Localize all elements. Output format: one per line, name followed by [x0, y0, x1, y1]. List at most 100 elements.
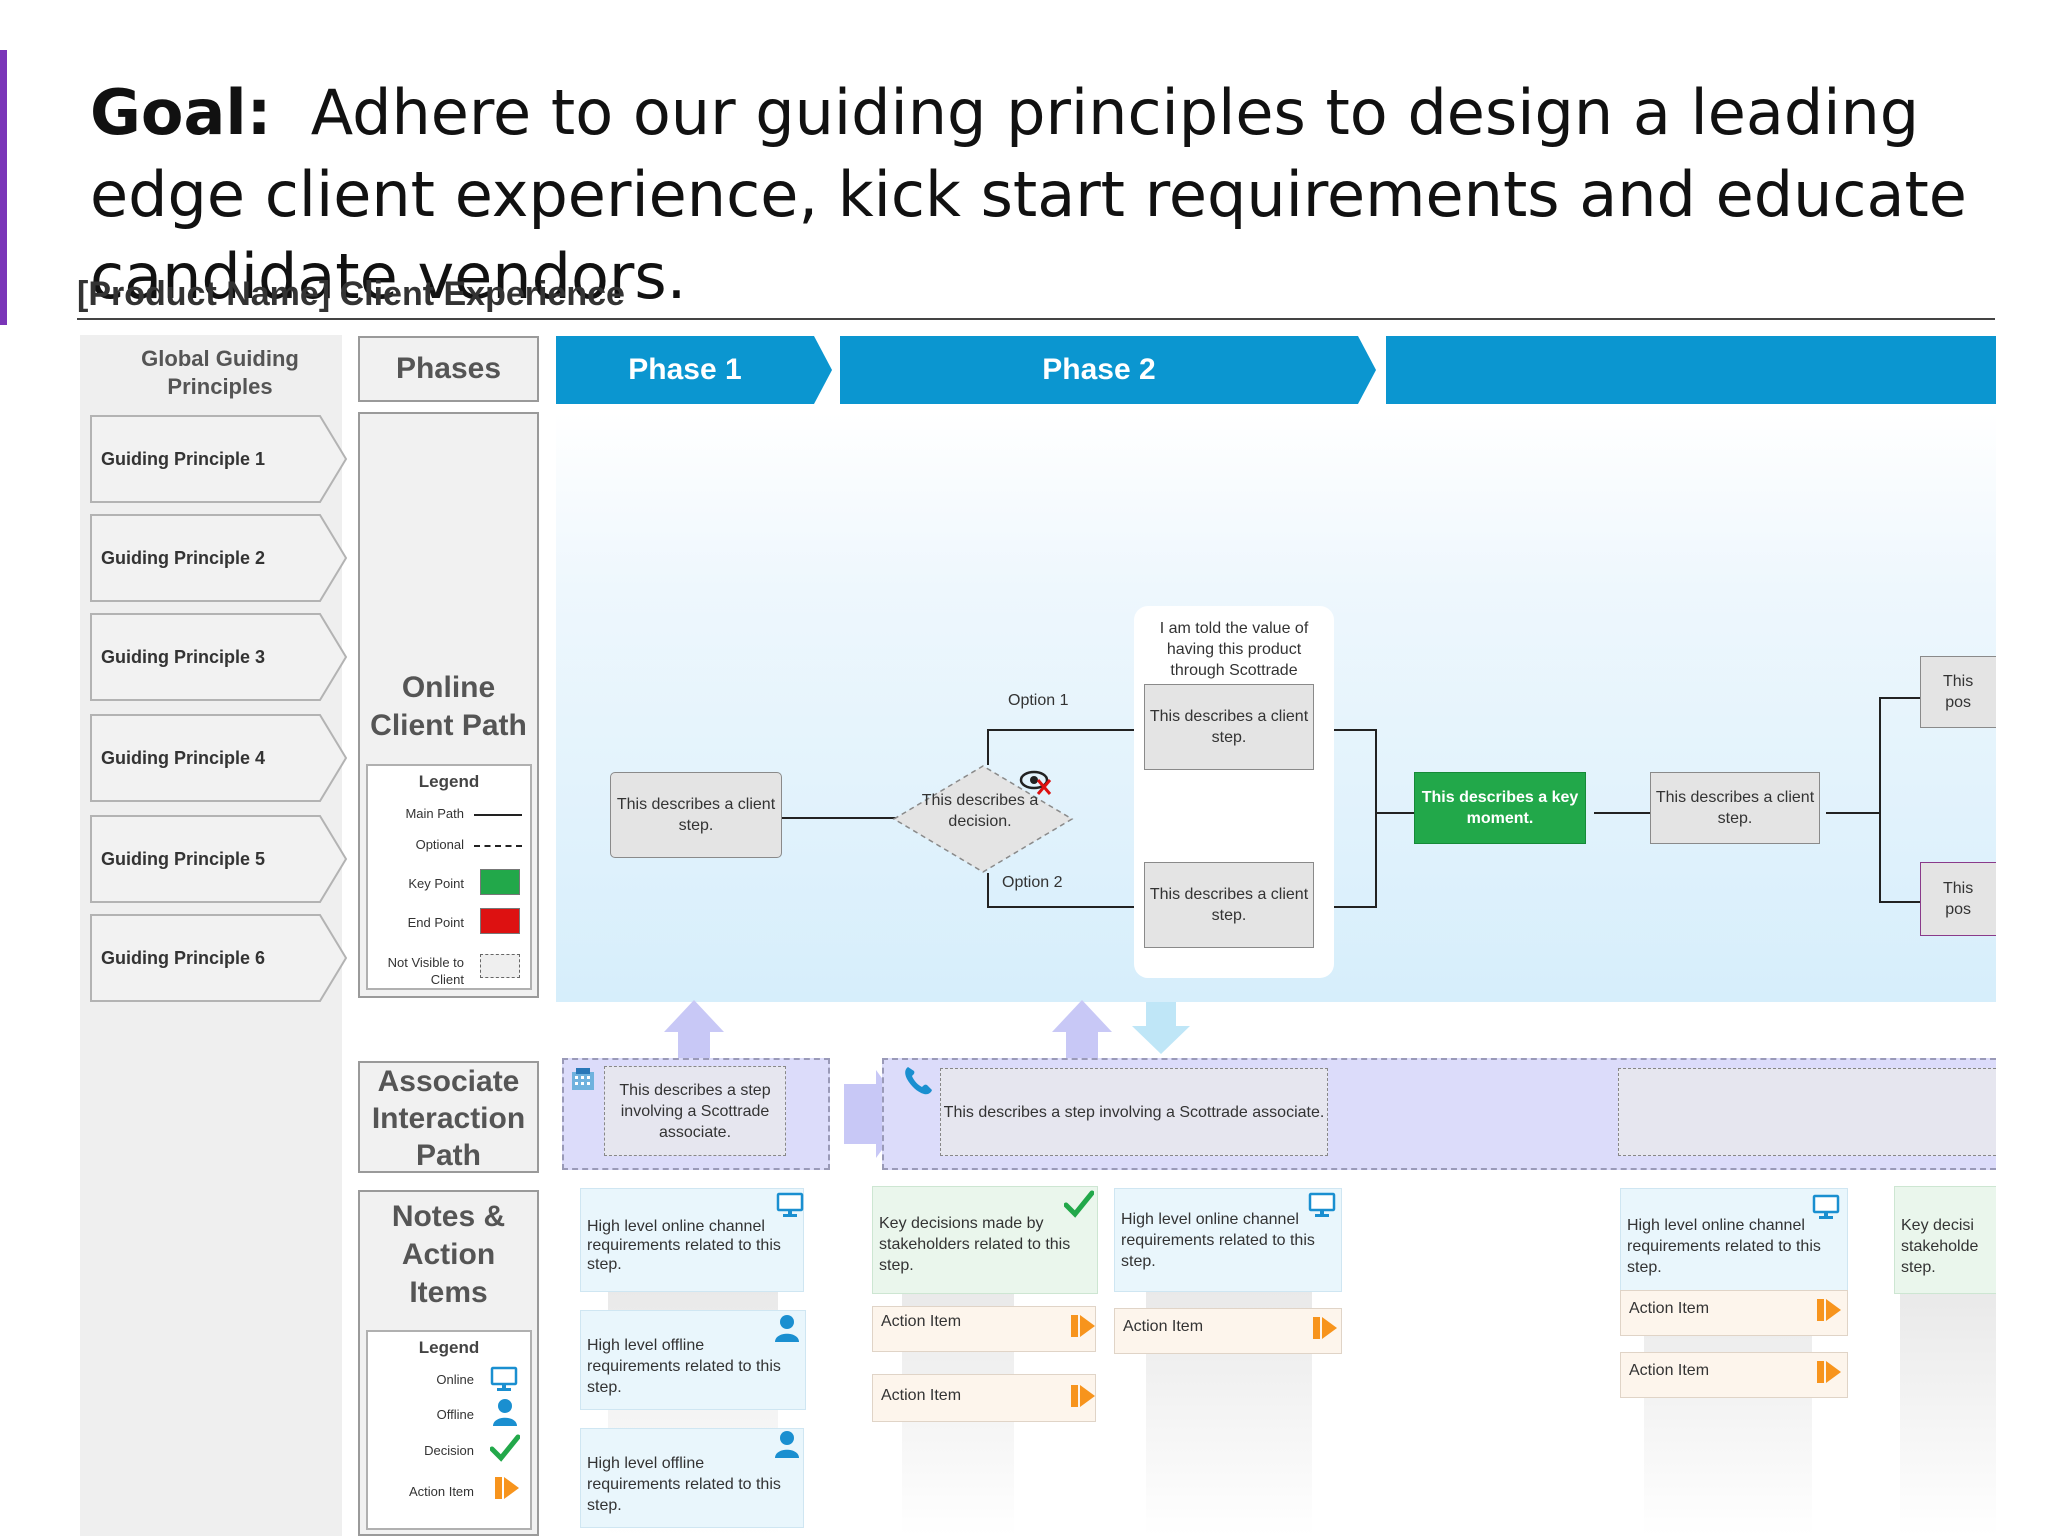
assoc-label-line2: Interaction	[371, 1102, 526, 1135]
note-online-2-text: High level online channel requirements r…	[1121, 1211, 1315, 1270]
option-2-label: Option 2	[1002, 874, 1063, 891]
phase-3-arrow-shape	[1386, 336, 1996, 404]
action-arrow-icon	[495, 1477, 519, 1499]
action-item-1-text: Action Item	[881, 1313, 962, 1330]
note-offline-2-text: High level offline requirements related …	[587, 1455, 781, 1514]
phase-2-header: Phase 2	[840, 336, 1376, 404]
note-online-1: High level online channel requirements r…	[580, 1188, 804, 1292]
online-label-line1: Online	[401, 671, 496, 704]
action-arrow-icon	[1313, 1317, 1337, 1339]
legend-offline-label: Offline	[436, 1407, 474, 1422]
associate-step-2: This describes a step involving a Scottr…	[940, 1068, 1328, 1156]
action-arrow-icon	[1071, 1385, 1095, 1407]
up-arrow-1	[664, 1000, 724, 1062]
action-arrow-icon	[1071, 1315, 1095, 1337]
phases-row-label: Phases	[358, 336, 539, 402]
decision-diamond	[892, 765, 1074, 873]
up-arrow-2	[1052, 1000, 1112, 1062]
note-online-2: High level online channel requirements r…	[1114, 1188, 1342, 1292]
hidden-eye-icon	[1019, 770, 1052, 795]
connector-option2	[987, 873, 1152, 908]
person-icon	[775, 1431, 799, 1458]
action-item-3: Action Item	[1114, 1308, 1342, 1354]
person-icon	[493, 1399, 517, 1426]
note-decision-1: Key decisions made by stakeholders relat…	[872, 1186, 1098, 1294]
phase-2-label: Phase 2	[1042, 353, 1156, 386]
phase-3-header	[1386, 336, 1996, 404]
phone-icon	[905, 1067, 932, 1095]
cut-lower-line2: pos	[1945, 901, 1972, 918]
checkmark-icon	[490, 1434, 520, 1462]
online-label-line2: Client Path	[370, 709, 527, 742]
client-step-1: This describes a client step.	[610, 772, 782, 858]
principle-arrow-shape	[90, 613, 348, 701]
option-1-label: Option 1	[1008, 692, 1069, 709]
note-online-3: High level online channel requirements r…	[1620, 1188, 1848, 1292]
principles-title: Global Guiding Principles	[95, 345, 345, 401]
note-offline-2: High level offline requirements related …	[580, 1428, 804, 1528]
principles-title-line1: Global Guiding	[141, 346, 299, 371]
goal-label: Goal:	[90, 76, 272, 149]
action-item-1: Action Item	[872, 1306, 1096, 1352]
note-online-3-text: High level online channel requirements r…	[1627, 1217, 1821, 1276]
title-underline	[77, 318, 1995, 320]
assoc-label-line1: Associate	[377, 1065, 520, 1098]
action-item-2: Action Item	[872, 1374, 1096, 1422]
phase-2-arrow-shape	[840, 336, 1376, 404]
legend-optional-line	[474, 845, 522, 847]
legend-decision-label: Decision	[424, 1443, 474, 1458]
client-step-cut-lower: This pos	[1920, 862, 1996, 936]
down-arrow	[1132, 1002, 1190, 1054]
person-icon	[775, 1315, 799, 1342]
legend-not-visible-line1: Not Visible to	[387, 955, 464, 970]
principle-label: Guiding Principle 3	[101, 647, 266, 667]
principle-arrow-shape	[90, 815, 348, 903]
notes-legend: Legend Online Offline Decision Action It…	[366, 1330, 532, 1530]
phase-1-label: Phase 1	[628, 353, 742, 386]
principle-arrow-shape	[90, 514, 348, 602]
legend-online-label: Online	[436, 1372, 474, 1387]
principle-label: Guiding Principle 4	[101, 748, 266, 768]
legend-main-path-line	[474, 814, 522, 816]
cut-lower-line1: This	[1943, 880, 1974, 897]
notes-legend-title: Legend	[418, 1338, 480, 1357]
monitor-icon	[490, 1366, 518, 1391]
legend-not-visible-line2: Client	[430, 972, 464, 987]
legend-main-path-label: Main Path	[405, 806, 464, 821]
action-item-4: Action Item	[1620, 1290, 1848, 1336]
principle-label: Guiding Principle 1	[101, 449, 266, 469]
principle-label: Guiding Principle 6	[101, 948, 266, 968]
building-icon	[572, 1068, 594, 1090]
associate-step-1: This describes a step involving a Scottr…	[604, 1066, 786, 1156]
action-item-3-text: Action Item	[1123, 1318, 1204, 1335]
guiding-principle-2: Guiding Principle 2	[90, 514, 348, 602]
connector-merge	[1318, 729, 1377, 908]
callout-text: I am told the value of having this produ…	[1159, 620, 1309, 679]
diagram-title: [Product Name] Client Experience	[77, 275, 625, 313]
principle-label: Guiding Principle 2	[101, 548, 266, 568]
associate-path-row-label: Associate Interaction Path	[358, 1061, 539, 1173]
legend-end-point-label: End Point	[407, 915, 464, 930]
notes-label-line1: Notes &	[391, 1200, 506, 1233]
path-legend-title: Legend	[418, 772, 480, 791]
legend-not-visible-label: Not Visible to Client	[368, 954, 464, 988]
notes-label-line2: Action	[401, 1238, 496, 1271]
note-online-1-text: High level online channel requirements r…	[587, 1218, 781, 1273]
phase-1-header: Phase 1	[556, 336, 832, 404]
note-offline-1-text: High level offline requirements related …	[587, 1337, 781, 1396]
action-item-4-text: Action Item	[1629, 1300, 1710, 1317]
monitor-icon	[1308, 1192, 1336, 1217]
guiding-principle-1: Guiding Principle 1	[90, 415, 348, 503]
legend-key-point-label: Key Point	[408, 876, 464, 891]
action-arrow-icon	[1817, 1361, 1841, 1383]
guiding-principle-6: Guiding Principle 6	[90, 914, 348, 1002]
guiding-principle-5: Guiding Principle 5	[90, 815, 348, 903]
notes-label-line3: Items	[409, 1276, 488, 1309]
legend-optional-label: Optional	[415, 837, 464, 852]
guiding-principle-4: Guiding Principle 4	[90, 714, 348, 802]
phase-1-arrow-shape	[556, 336, 832, 404]
legend-not-visible-swatch	[480, 954, 520, 978]
column-bg-5	[1900, 1290, 1996, 1536]
